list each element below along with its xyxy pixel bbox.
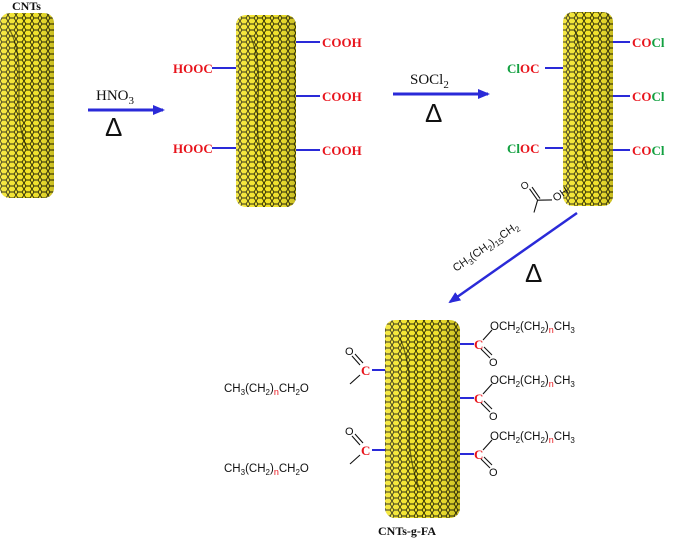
svg-text:CH3(CH2)nCH2O: CH3(CH2)nCH2O [224,383,309,397]
group-cooh-2: COOH [322,89,362,104]
svg-text:O: O [489,411,498,423]
svg-text:OCH2(CH2)nCH3: OCH2(CH2)nCH3 [490,375,575,389]
condition-heat-3: Δ [525,258,542,288]
svg-text:O: O [489,467,498,479]
nanotube-carboxyl [236,15,296,207]
group-cocl-1: COCl [632,35,665,50]
svg-text:OCH2(CH2)nCH3: OCH2(CH2)nCH3 [490,321,575,335]
bonds-tube3 [545,41,630,151]
group-cooh-1: COOH [322,35,362,50]
condition-heat-1: Δ [105,112,122,142]
group-cloc-2: ClOC [507,141,540,156]
reagent-socl2: SOCl2 [410,72,449,91]
svg-text:O: O [345,426,354,438]
condition-heat-2: Δ [425,98,442,128]
ester-left-1: C O CH3(CH2)nCH2O [224,346,385,397]
svg-text:C: C [474,337,483,352]
svg-text:O: O [489,357,498,369]
group-cocl-2: COCl [632,89,665,104]
reagent-stearic-acid: CH3(CH2)15CH2 O OH [451,179,571,276]
svg-text:C: C [474,447,483,462]
svg-text:CH3(CH2)nCH2O: CH3(CH2)nCH2O [224,463,309,477]
nanotube-start [0,13,54,198]
ester-left-2: C O CH3(CH2)nCH2O [224,426,385,477]
group-cloc-1: ClOC [507,61,540,76]
reagent-hno3: HNO3 [96,88,135,107]
label-cnts-g-fa: CNTs-g-FA [378,524,436,538]
reagent-carbonyl-o: O [519,179,532,193]
ester-right-2: C O OCH2(CH2)nCH3 [460,375,575,423]
group-hooc-2: HOOC [173,141,213,156]
arrow-step3 [448,211,578,304]
nanotube-grafted [385,320,460,518]
label-cnts: CNTs [12,0,41,13]
svg-text:C: C [361,363,370,378]
bonds-tube2 [212,41,320,151]
svg-text:C: C [474,391,483,406]
group-hooc-1: HOOC [173,61,213,76]
svg-text:C: C [361,443,370,458]
group-cooh-3: COOH [322,143,362,158]
svg-text:CH3(CH2)15CH2: CH3(CH2)15CH2 [451,220,523,276]
svg-text:O: O [345,346,354,358]
ester-right-3: C O OCH2(CH2)nCH3 [460,431,575,479]
group-cocl-3: COCl [632,143,665,158]
ester-right-1: C O OCH2(CH2)nCH3 [460,321,575,369]
svg-text:OCH2(CH2)nCH3: OCH2(CH2)nCH3 [490,431,575,445]
nanotube-acyl-chloride [563,12,613,206]
